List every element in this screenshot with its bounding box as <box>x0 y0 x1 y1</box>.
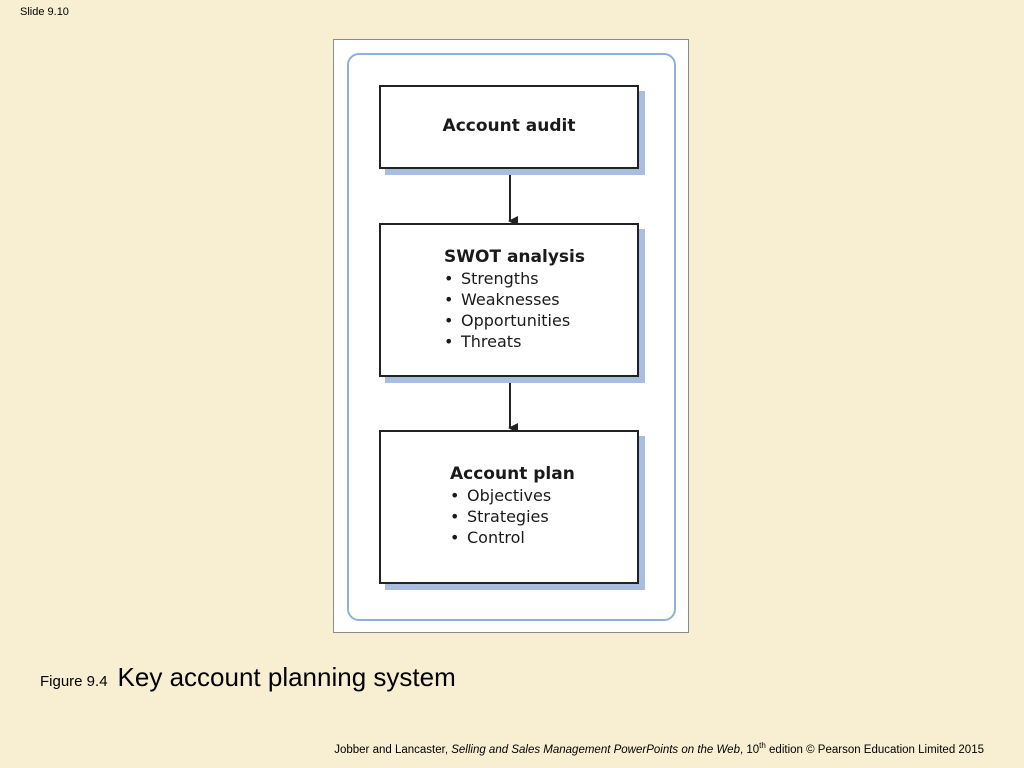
figure-frame: Account audit SWOT analysis •Strengths •… <box>333 39 689 633</box>
plan-item-control: •Control <box>450 528 525 547</box>
swot-item-threats: •Threats <box>444 332 522 351</box>
bullet-icon: • <box>450 528 460 547</box>
figure-caption: Figure 9.4 Key account planning system <box>40 662 456 693</box>
swot-item-weaknesses: •Weaknesses <box>444 290 560 309</box>
plan-item-strategies: •Strategies <box>450 507 549 526</box>
figure-title: Key account planning system <box>117 662 456 692</box>
swot-item-strengths: •Strengths <box>444 269 539 288</box>
account-audit-title: Account audit <box>442 116 576 136</box>
bullet-icon: • <box>444 269 454 288</box>
footer-edition-sup: th <box>759 741 766 750</box>
account-plan-title: Account plan <box>450 464 575 484</box>
footer-authors: Jobber and Lancaster, <box>334 743 452 756</box>
figure-inner-border <box>347 53 676 621</box>
account-audit-box: Account audit <box>379 85 639 169</box>
flow-arrows <box>508 170 518 433</box>
swot-analysis-box: SWOT analysis •Strengths •Weaknesses •Op… <box>379 223 639 377</box>
bullet-icon: • <box>450 507 460 526</box>
account-plan-box: Account plan •Objectives •Strategies •Co… <box>379 430 639 584</box>
swot-list: •Strengths •Weaknesses •Opportunities •T… <box>444 268 585 352</box>
copyright-footer: Jobber and Lancaster, Selling and Sales … <box>334 741 984 756</box>
bullet-icon: • <box>444 332 454 351</box>
swot-analysis-title: SWOT analysis <box>444 247 585 267</box>
footer-book-title: Selling and Sales Management PowerPoints… <box>451 743 740 756</box>
account-plan-list: •Objectives •Strategies •Control <box>450 485 575 548</box>
bullet-icon: • <box>444 290 454 309</box>
swot-item-opportunities: •Opportunities <box>444 311 571 330</box>
slide-number: Slide 9.10 <box>20 6 69 18</box>
figure-label: Figure 9.4 <box>40 673 108 690</box>
plan-item-objectives: •Objectives <box>450 486 552 505</box>
bullet-icon: • <box>444 311 454 330</box>
bullet-icon: • <box>450 486 460 505</box>
footer-edition-suffix: edition © Pearson Education Limited 2015 <box>765 743 984 756</box>
footer-edition-prefix: , 10 <box>739 743 760 756</box>
